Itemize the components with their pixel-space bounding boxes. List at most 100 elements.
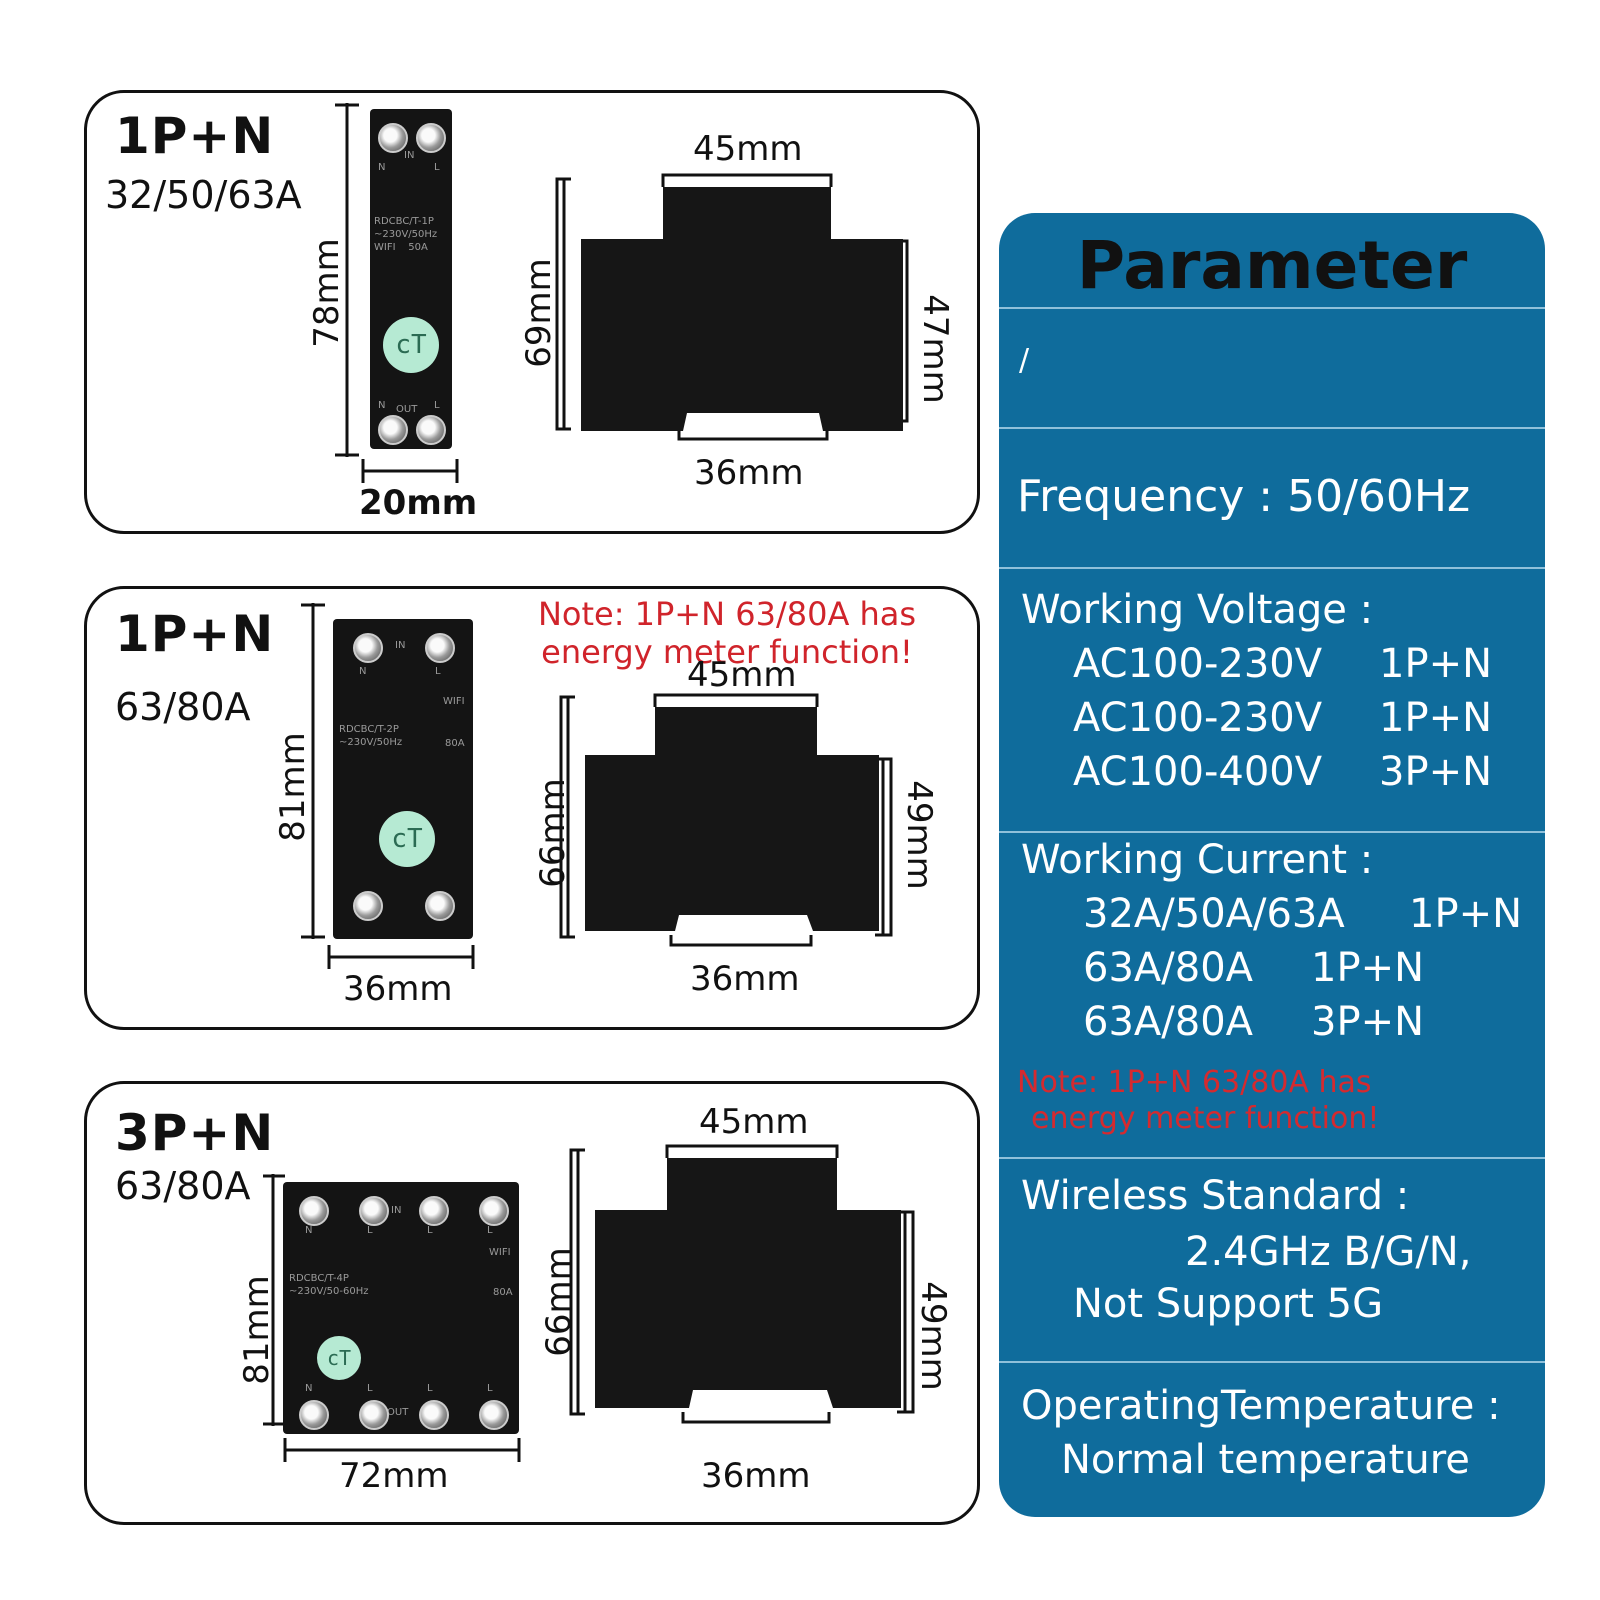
- terminal-screw-icon: [359, 1196, 389, 1226]
- device-front-2p: IN N L WIFI RDCBC/T-2P ~230V/50Hz 80A cT: [333, 619, 473, 939]
- terminal-screw-icon: [299, 1196, 329, 1226]
- brand-logo-icon: cT: [379, 811, 435, 867]
- side-profile-drawing: [559, 693, 893, 947]
- device-spec-text: RDCBC/T-2P ~230V/50Hz: [339, 724, 403, 748]
- front-height-label: 81mm: [237, 1275, 277, 1385]
- side-profile-drawing: [555, 173, 909, 441]
- side-height-label: 69mm: [519, 258, 559, 368]
- divider: [999, 307, 1545, 309]
- voltage-type: 3P+N: [1379, 749, 1493, 795]
- brand-logo-icon: cT: [383, 317, 439, 373]
- model-panel-1p-n-63-80a: 1P+N 63/80A Note: 1P+N 63/80A has energy…: [84, 586, 980, 1030]
- out-label: OUT: [396, 404, 418, 415]
- terminal-screw-icon: [378, 123, 408, 153]
- side-right-height-label: 49mm: [899, 780, 939, 890]
- model-title: 1P+N: [115, 107, 275, 165]
- front-width-label: 72mm: [339, 1456, 449, 1496]
- current-type: 1P+N: [1311, 945, 1425, 991]
- in-label: IN: [404, 150, 415, 161]
- device-spec-text: RDCBC/T-4P ~230V/50-60Hz: [289, 1273, 369, 1297]
- l-label: L: [427, 1383, 433, 1394]
- l-label: L: [434, 400, 440, 411]
- voltage-value: AC100-230V: [1073, 695, 1323, 741]
- current-note-line: Note: 1P+N 63/80A has: [1017, 1065, 1372, 1100]
- wireless-line: Not Support 5G: [1073, 1281, 1384, 1327]
- voltage-value: AC100-230V: [1073, 641, 1323, 687]
- current-type: 3P+N: [1311, 999, 1425, 1045]
- l-label: L: [487, 1225, 493, 1236]
- wifi-label: WIFI: [443, 696, 465, 707]
- energy-meter-note: Note: 1P+N 63/80A has energy meter funct…: [507, 595, 947, 671]
- device-front-4p: IN N L L L WIFI RDCBC/T-4P ~230V/50-60Hz…: [283, 1182, 519, 1434]
- terminal-screw-icon: [425, 891, 455, 921]
- model-title: 3P+N: [115, 1104, 275, 1162]
- current-value: 63A/80A: [1083, 999, 1253, 1045]
- n-label: N: [378, 162, 386, 173]
- terminal-screw-icon: [416, 123, 446, 153]
- model-panel-1p-n-32-63a: 1P+N 32/50/63A 78mm IN N L RDCBC/T-1P ~2…: [84, 90, 980, 534]
- note-line: Note: 1P+N 63/80A has: [537, 595, 917, 633]
- terminal-screw-icon: [353, 891, 383, 921]
- front-width-label: 20mm: [359, 483, 478, 523]
- current-type: 1P+N: [1409, 891, 1523, 937]
- current-value: 63A/80A: [1083, 945, 1253, 991]
- terminal-screw-icon: [353, 633, 383, 663]
- divider: [999, 831, 1545, 833]
- model-rating: 63/80A: [115, 1164, 251, 1208]
- brand-logo-icon: cT: [317, 1336, 361, 1380]
- terminal-screw-icon: [479, 1196, 509, 1226]
- parameter-title: Parameter: [1076, 227, 1468, 304]
- l-label: L: [367, 1225, 373, 1236]
- current-label: Working Current :: [1021, 837, 1374, 883]
- l-label: L: [367, 1383, 373, 1394]
- model-title: 1P+N: [115, 605, 275, 663]
- current-note-line: energy meter function!: [1031, 1101, 1380, 1136]
- model-rating: 63/80A: [115, 685, 251, 729]
- temperature-label: OperatingTemperature :: [1021, 1383, 1501, 1429]
- height-dimension-line: [263, 1174, 285, 1426]
- front-height-label: 81mm: [273, 732, 313, 842]
- terminal-screw-icon: [419, 1400, 449, 1430]
- l-label: L: [487, 1383, 493, 1394]
- wifi-label: WIFI: [489, 1247, 511, 1258]
- side-top-width-label: 45mm: [687, 655, 797, 695]
- in-label: IN: [391, 1205, 402, 1216]
- wireless-line: 2.4GHz B/G/N,: [1185, 1229, 1472, 1275]
- frequency-text: Frequency : 50/60Hz: [1017, 471, 1471, 522]
- terminal-screw-icon: [378, 415, 408, 445]
- voltage-value: AC100-400V: [1073, 749, 1323, 795]
- height-dimension-line: [301, 603, 325, 939]
- in-label: IN: [395, 640, 406, 651]
- terminal-screw-icon: [359, 1400, 389, 1430]
- out-label: OUT: [387, 1407, 409, 1418]
- blank-mark: /: [1019, 343, 1030, 378]
- side-top-width-label: 45mm: [699, 1102, 809, 1142]
- device-front-1p: IN N L RDCBC/T-1P ~230V/50Hz WIFI 50A cT…: [370, 109, 452, 449]
- n-label: N: [305, 1225, 313, 1236]
- model-panel-3p-n-63-80a: 3P+N 63/80A 81mm IN N L L L WIFI RDCBC/T…: [84, 1081, 980, 1525]
- side-bottom-width-label: 36mm: [701, 1456, 811, 1496]
- n-label: N: [378, 400, 386, 411]
- voltage-label: Working Voltage :: [1021, 587, 1374, 633]
- n-label: N: [359, 666, 367, 677]
- temperature-value: Normal temperature: [1061, 1437, 1470, 1483]
- device-spec-text: RDCBC/T-1P ~230V/50Hz WIFI 50A: [374, 216, 438, 253]
- current-value: 32A/50A/63A: [1083, 891, 1345, 937]
- side-bottom-width-label: 36mm: [690, 959, 800, 999]
- side-right-height-label: 47mm: [915, 294, 955, 404]
- note-line: energy meter function!: [541, 633, 913, 671]
- width-dimension-line: [361, 459, 459, 483]
- height-dimension-line: [335, 103, 359, 457]
- amp-label: 80A: [445, 738, 465, 749]
- terminal-screw-icon: [479, 1400, 509, 1430]
- parameter-panel: Parameter / Frequency : 50/60Hz Working …: [999, 213, 1545, 1517]
- divider: [999, 427, 1545, 429]
- side-top-width-label: 45mm: [693, 129, 803, 169]
- terminal-screw-icon: [419, 1196, 449, 1226]
- terminal-screw-icon: [416, 415, 446, 445]
- terminal-screw-icon: [299, 1400, 329, 1430]
- voltage-type: 1P+N: [1379, 695, 1493, 741]
- l-label: L: [435, 666, 441, 677]
- front-height-label: 78mm: [307, 238, 347, 348]
- divider: [999, 567, 1545, 569]
